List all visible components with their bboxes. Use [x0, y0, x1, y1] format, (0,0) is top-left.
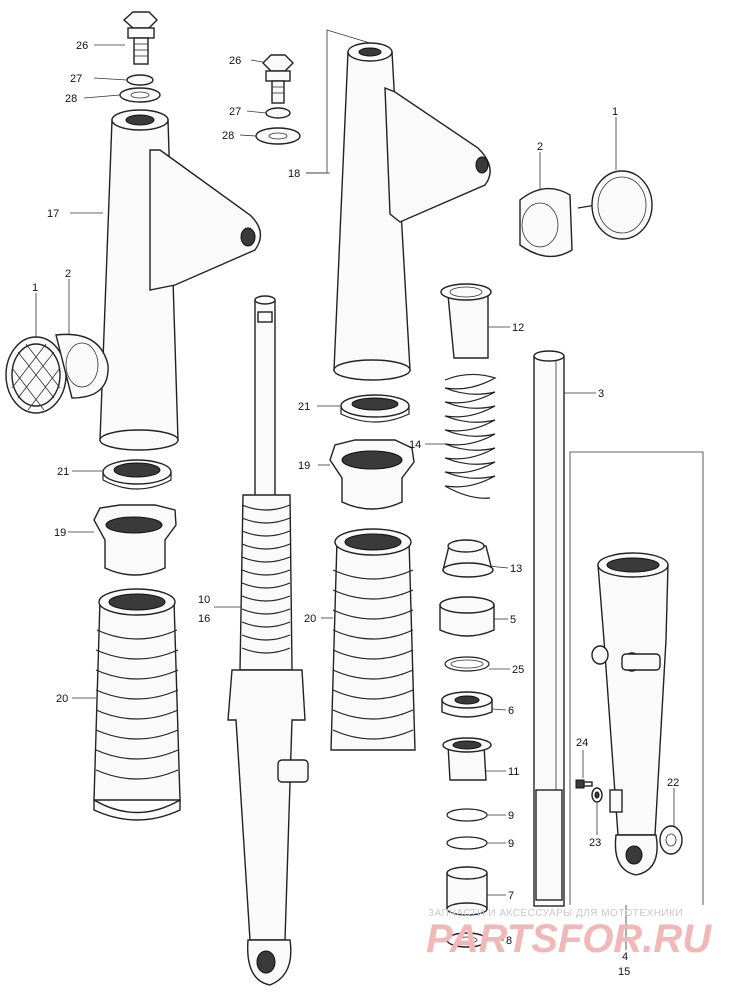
seal-21-center [340, 394, 410, 423]
watermark-logo: PARTSFOR.RU [426, 917, 712, 961]
label-20-center: 20 [304, 613, 316, 625]
leader-lines [35, 29, 675, 950]
washer-23 [591, 787, 603, 803]
label-1-left: 1 [32, 282, 38, 294]
bolt-26-center [262, 54, 294, 104]
label-11: 11 [508, 766, 519, 778]
label-27-left: 27 [70, 73, 82, 85]
washer-27-center [265, 107, 291, 119]
piston-7 [446, 866, 488, 916]
label-28-center: 28 [222, 130, 234, 142]
circlip-25 [444, 656, 490, 672]
label-5: 5 [510, 614, 516, 626]
reflector-holder-2-right [519, 187, 573, 258]
label-2-right: 2 [537, 141, 543, 153]
label-8: 8 [506, 935, 512, 947]
bottom-case-bracket [569, 451, 704, 905]
collar-5 [439, 596, 495, 637]
label-21-center: 21 [298, 401, 310, 413]
label-2-left: 2 [65, 268, 71, 280]
label-28-left: 28 [65, 93, 77, 105]
label-15: 15 [618, 966, 630, 978]
label-6: 6 [508, 705, 514, 717]
washer-27-left [126, 74, 154, 86]
label-14: 14 [409, 439, 421, 451]
label-26-center: 26 [229, 55, 241, 67]
label-10: 10 [198, 594, 210, 606]
label-12: 12 [512, 322, 524, 334]
label-9-lower: 9 [508, 838, 514, 850]
reflector-holder-2-left [55, 333, 109, 399]
bushing-12 [440, 283, 492, 359]
fork-cover-17 [99, 109, 262, 451]
watermark-tagline: ЗАПЧАСТИ И АКСЕССУАРЫ ДЛЯ МОТОТЕХНИКИ [428, 908, 683, 919]
washer-28-left [119, 87, 161, 103]
bushing-11 [442, 737, 492, 781]
label-27-center: 27 [229, 106, 241, 118]
ring-9-lower [446, 836, 488, 850]
dust-boot-20-center [330, 528, 416, 751]
ring-9-upper [446, 808, 488, 822]
label-24: 24 [576, 737, 588, 749]
spring-guide-19-center [329, 439, 415, 510]
label-19-left: 19 [54, 527, 66, 539]
washer-6 [441, 691, 493, 718]
bolt-26-left [122, 11, 158, 65]
label-20-left: 20 [56, 693, 68, 705]
washer-28-center [255, 127, 301, 145]
label-25: 25 [512, 664, 524, 676]
label-3: 3 [598, 388, 604, 400]
label-13: 13 [510, 563, 522, 575]
spring-14 [444, 373, 497, 499]
reflector-1-right [577, 170, 653, 240]
dust-boot-20-left [93, 588, 181, 821]
label-22: 22 [667, 777, 679, 789]
label-1-right: 1 [612, 106, 618, 118]
label-4: 4 [622, 951, 628, 963]
fork-pipe-3 [533, 350, 565, 907]
callout-labels: 26 27 28 17 1 2 21 19 20 26 27 28 18 21 … [32, 40, 679, 978]
spring-guide-19-left [93, 504, 177, 576]
seal-21-left [102, 459, 172, 490]
bushing-13 [442, 539, 494, 578]
washer-22 [659, 825, 683, 855]
label-21-left: 21 [57, 466, 69, 478]
label-9-upper: 9 [508, 810, 514, 822]
fork-assembly-10-16 [227, 295, 309, 986]
reflector-1-left [5, 336, 67, 414]
label-7: 7 [508, 890, 514, 902]
label-17: 17 [47, 208, 59, 220]
bottom-case-4-15 [591, 552, 669, 876]
label-23: 23 [589, 837, 601, 849]
label-19-center: 19 [298, 460, 310, 472]
bolt-24 [575, 779, 593, 789]
fork-cover-18 [333, 42, 491, 381]
label-26-left: 26 [76, 40, 88, 52]
label-18: 18 [288, 168, 300, 180]
label-16: 16 [198, 613, 210, 625]
watermark: ЗАПЧАСТИ И АКСЕССУАРЫ ДЛЯ МОТОТЕХНИКИ PA… [426, 908, 712, 961]
